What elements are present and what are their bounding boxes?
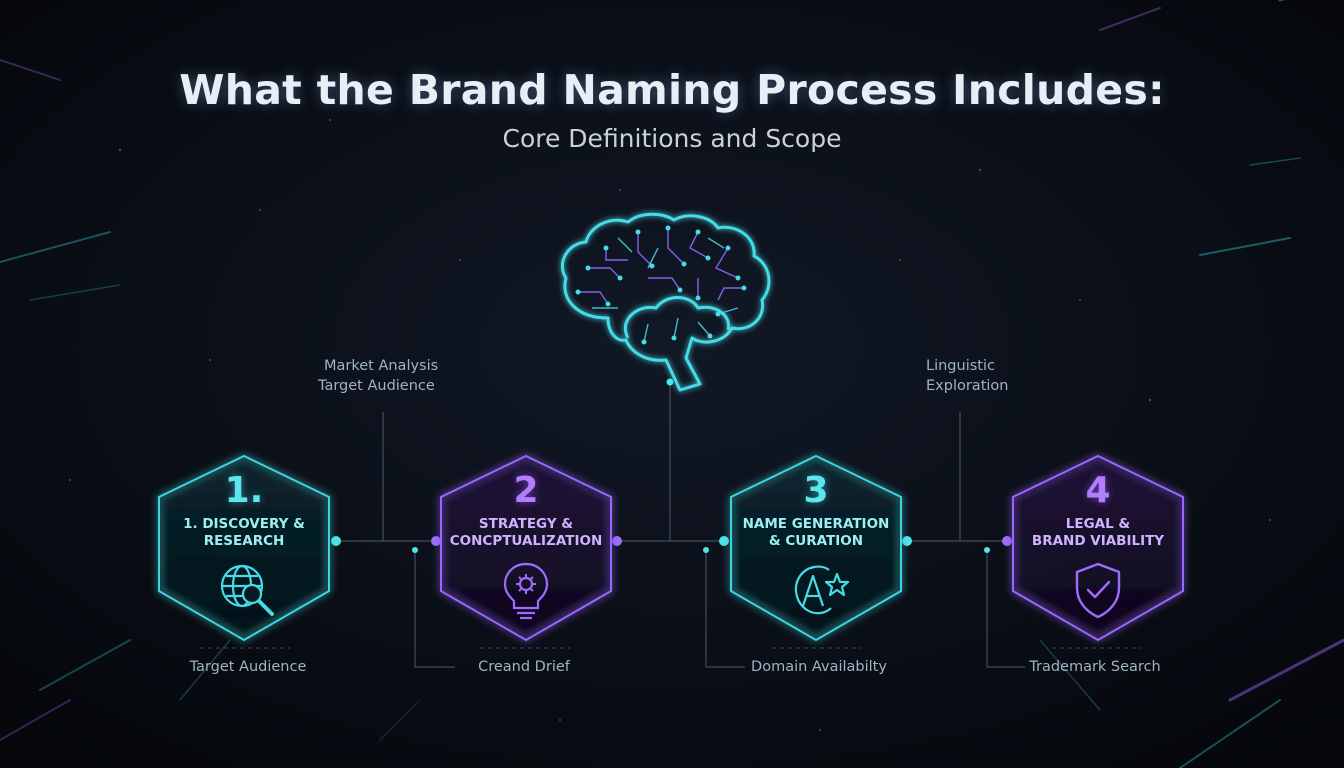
step-2-number: 2	[513, 470, 539, 511]
step-title-line: STRATEGY &	[478, 516, 574, 532]
annotation-market-analysis: Market Analysis Target Audience	[318, 356, 438, 396]
connector-node	[412, 547, 418, 553]
circuit-brain-icon	[560, 212, 771, 392]
connector-node	[431, 536, 441, 546]
step-4-hexagon	[1012, 454, 1184, 642]
annotation-line: Linguistic	[926, 358, 995, 374]
connector-node	[666, 378, 674, 386]
letter-a-star-icon	[794, 565, 850, 615]
connector-node	[331, 536, 341, 546]
step-1-caption: Target Audience	[189, 659, 307, 675]
connector-node	[719, 536, 729, 546]
step-2-hexagon	[440, 454, 612, 642]
step-3-number: 3	[803, 470, 829, 511]
step-title-line: NAME GENERATION	[742, 516, 890, 532]
annotation-line: Target Audience	[318, 378, 435, 394]
step-title-line: 1. DISCOVERY &	[183, 516, 305, 532]
connector-node	[1002, 536, 1012, 546]
annotation-line: Market Analysis	[324, 358, 439, 374]
step-2-caption: Creand Drief	[478, 659, 570, 675]
step-3-hexagon	[730, 454, 902, 642]
step-title-line: & CURATION	[768, 533, 864, 549]
step-title-line: RESEARCH	[203, 533, 285, 549]
step-1-title: 1. DISCOVERY & RESEARCH	[149, 516, 339, 550]
connector-node	[703, 547, 709, 553]
step-4-caption: Trademark Search	[1029, 659, 1161, 675]
lightbulb-gear-icon	[503, 562, 549, 620]
annotation-linguistic: Linguistic Exploration	[926, 356, 1008, 396]
step-title-line: BRAND VIABILITY	[1031, 533, 1165, 549]
page-title: What the Brand Naming Process Includes:	[179, 66, 1165, 114]
step-3-title: NAME GENERATION & CURATION	[721, 516, 911, 550]
step-title-line: LEGAL &	[1065, 516, 1131, 532]
step-title-line: CONCPTUALIZATION	[449, 533, 603, 549]
shield-check-icon	[1075, 562, 1121, 619]
step-4-number: 4	[1085, 470, 1111, 511]
connector-node	[902, 536, 912, 546]
globe-search-icon	[220, 564, 274, 616]
connector-node	[612, 536, 622, 546]
step-1-hexagon	[158, 454, 330, 642]
step-1-number: 1.	[224, 470, 264, 511]
page-subtitle: Core Definitions and Scope	[502, 124, 842, 153]
annotation-line: Exploration	[926, 378, 1009, 394]
step-2-title: STRATEGY & CONCPTUALIZATION	[431, 516, 621, 550]
step-4-title: LEGAL & BRAND VIABILITY	[1003, 516, 1193, 550]
connector-node	[984, 547, 990, 553]
step-3-caption: Domain Availabilty	[751, 659, 887, 675]
